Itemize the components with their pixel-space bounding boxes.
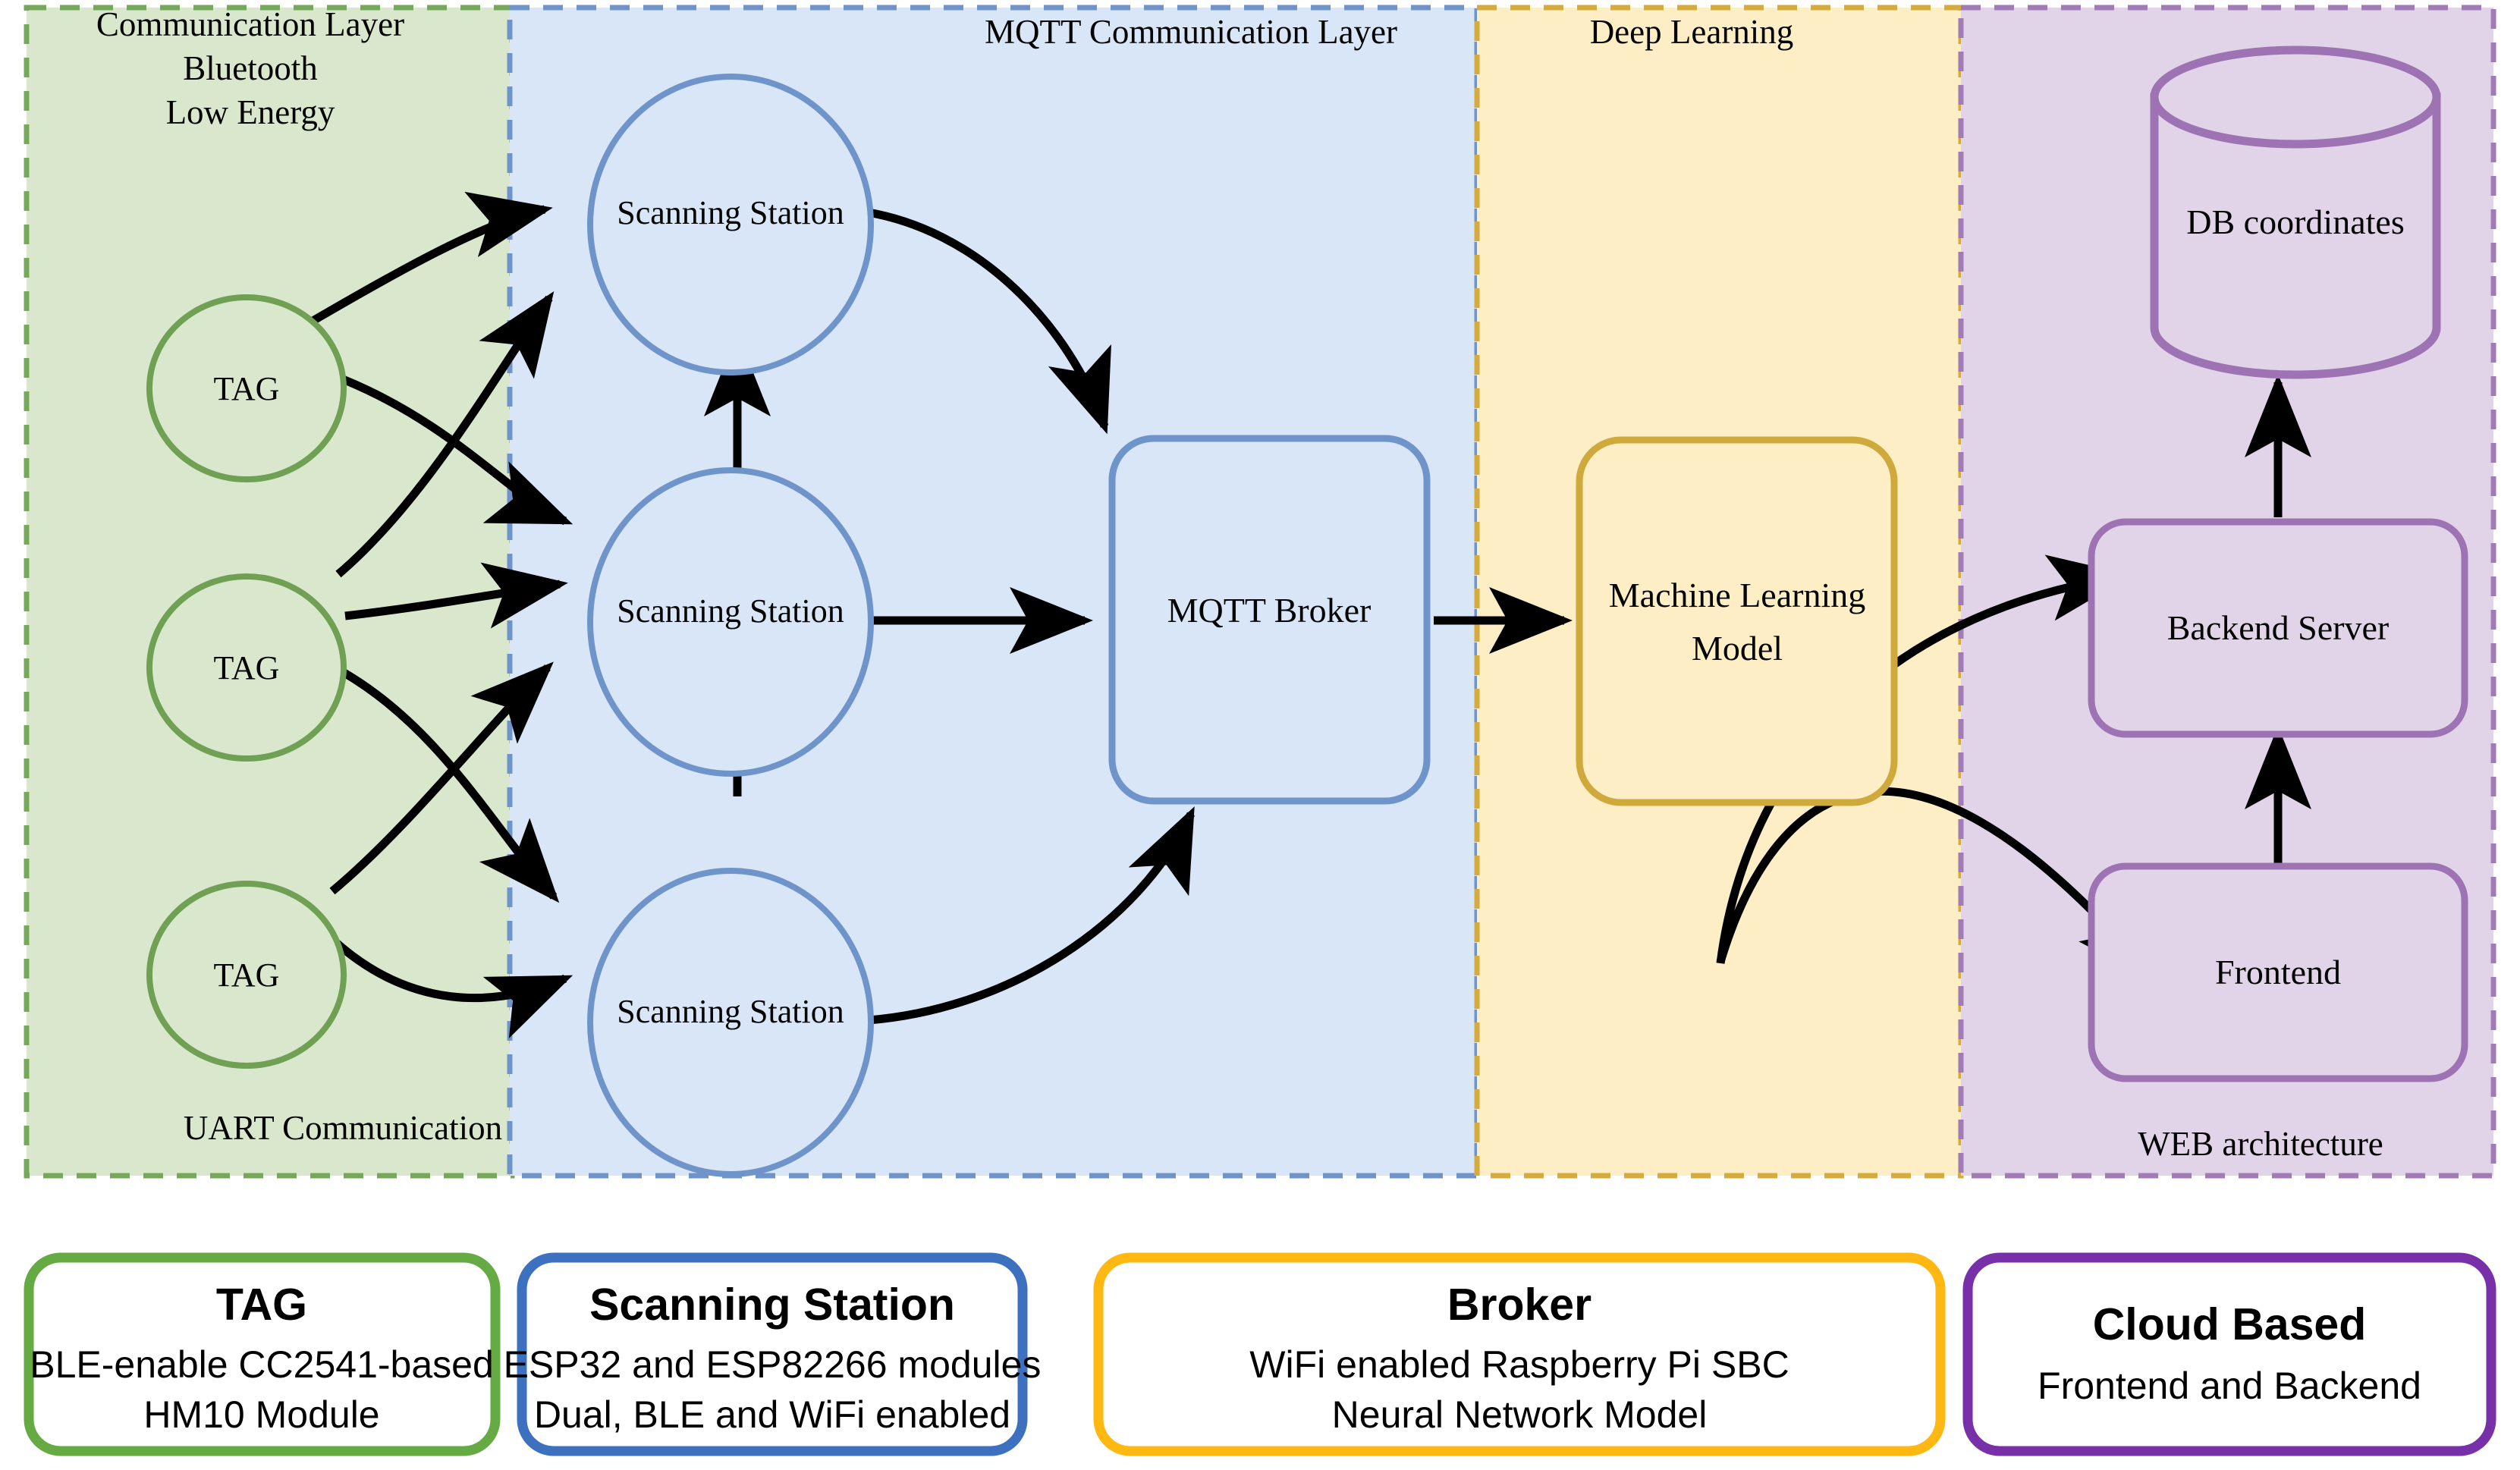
database-label: DB coordinates bbox=[2186, 203, 2404, 241]
edge-tag3-to-station2 bbox=[329, 661, 554, 895]
tag-node-1-shape bbox=[146, 294, 347, 482]
legend-scanning-station-title: Scanning Station bbox=[589, 1280, 955, 1330]
edge-tag2-to-station1 bbox=[335, 291, 555, 578]
legend-scanning-station-box bbox=[517, 1252, 1028, 1456]
frontend-node[interactable]: Frontend bbox=[2088, 862, 2468, 1082]
scanning-station-node-2-label: Scanning Station bbox=[617, 592, 844, 630]
legend-broker-title: Broker bbox=[1447, 1280, 1591, 1330]
database-cylinder-top bbox=[2150, 46, 2441, 149]
edge-tag3-to-station3 bbox=[331, 937, 573, 1038]
communication-layer-header-line-2: Bluetooth bbox=[183, 49, 318, 87]
scanning-station-node-3-label: Scanning Station bbox=[617, 993, 844, 1030]
backend-server-shape bbox=[2088, 518, 2468, 738]
tag-node-1[interactable]: TAG bbox=[146, 294, 347, 482]
tag-node-1-label: TAG bbox=[214, 370, 280, 407]
edge-tag2-to-station3 bbox=[341, 668, 560, 903]
machine-learning-model-node[interactable]: Machine Learning Model bbox=[1576, 436, 1898, 806]
legend-broker-line-1: WiFi enabled Raspberry Pi SBC bbox=[1249, 1343, 1789, 1386]
legend-cloud-box bbox=[1962, 1252, 2496, 1456]
scanning-station-node-3-shape bbox=[587, 868, 874, 1177]
legend-cloud[interactable]: Cloud Based Frontend and Backend bbox=[1962, 1252, 2496, 1456]
machine-learning-model-shape bbox=[1576, 436, 1898, 806]
scanning-station-node-1[interactable]: Scanning Station bbox=[587, 74, 874, 375]
communication-layer-header-line-1: Communication Layer bbox=[96, 5, 404, 43]
mqtt-broker-node[interactable]: MQTT Broker bbox=[1108, 435, 1431, 805]
tag-node-3[interactable]: TAG bbox=[146, 881, 347, 1069]
scanning-station-node-1-shape bbox=[587, 74, 874, 375]
machine-learning-model-label-line-2: Model bbox=[1692, 629, 1783, 667]
tag-node-3-label: TAG bbox=[214, 956, 280, 994]
legend-broker[interactable]: Broker WiFi enabled Raspberry Pi SBC Neu… bbox=[1093, 1252, 1946, 1456]
legend-tag[interactable]: TAG BLE-enable CC2541-based HM10 Module bbox=[24, 1252, 501, 1456]
legend-broker-box bbox=[1093, 1252, 1946, 1456]
machine-learning-model-label-line-1: Machine Learning bbox=[1609, 576, 1865, 614]
edge-tag1-to-station2 bbox=[341, 375, 573, 526]
mqtt-broker-shape bbox=[1108, 435, 1431, 805]
edge-tag1-to-station1 bbox=[299, 191, 553, 331]
database-cylinder-body bbox=[2150, 93, 2441, 379]
legend-tag-line-1: BLE-enable CC2541-based bbox=[30, 1343, 494, 1386]
scanning-station-node-3[interactable]: Scanning Station bbox=[587, 868, 874, 1177]
legend-tag-box bbox=[24, 1252, 501, 1456]
edge-tag2-to-station2 bbox=[344, 562, 568, 629]
legend-scanning-station[interactable]: Scanning Station ESP32 and ESP82266 modu… bbox=[504, 1252, 1042, 1456]
deep-learning-layer-header: Deep Learning bbox=[1590, 13, 1794, 51]
database-node[interactable]: DB coordinates bbox=[2150, 46, 2441, 379]
backend-server-label: Backend Server bbox=[2167, 608, 2390, 647]
legend-scanning-station-line-1: ESP32 and ESP82266 modules bbox=[504, 1343, 1042, 1386]
edge-station3-to-broker bbox=[868, 806, 1195, 1025]
legend-tag-line-2: HM10 Module bbox=[143, 1393, 379, 1436]
legend-cloud-title: Cloud Based bbox=[2093, 1299, 2367, 1349]
legend-broker-line-2: Neural Network Model bbox=[1332, 1393, 1708, 1436]
legend-cloud-line-1: Frontend and Backend bbox=[2038, 1365, 2421, 1407]
tag-node-2[interactable]: TAG bbox=[146, 573, 347, 762]
communication-layer-header-line-3: Low Energy bbox=[166, 93, 335, 131]
communication-layer-footer: UART Communication bbox=[184, 1109, 502, 1147]
scanning-station-node-2-shape bbox=[587, 467, 874, 777]
tag-node-2-label: TAG bbox=[214, 649, 280, 686]
web-layer-footer: WEB architecture bbox=[2138, 1125, 2383, 1163]
edge-station1-to-broker bbox=[858, 206, 1111, 435]
legend-scanning-station-line-2: Dual, BLE and WiFi enabled bbox=[534, 1393, 1010, 1436]
frontend-shape bbox=[2088, 862, 2468, 1082]
backend-server-node[interactable]: Backend Server bbox=[2088, 518, 2468, 738]
frontend-label: Frontend bbox=[2215, 953, 2341, 991]
tag-node-3-shape bbox=[146, 881, 347, 1069]
legend-tag-title: TAG bbox=[216, 1280, 307, 1330]
tag-node-2-shape bbox=[146, 573, 347, 762]
scanning-station-node-2[interactable]: Scanning Station bbox=[587, 467, 874, 777]
mqtt-broker-label: MQTT Broker bbox=[1167, 591, 1372, 630]
scanning-station-node-1-label: Scanning Station bbox=[617, 194, 844, 231]
mqtt-layer-header: MQTT Communication Layer bbox=[985, 13, 1397, 51]
